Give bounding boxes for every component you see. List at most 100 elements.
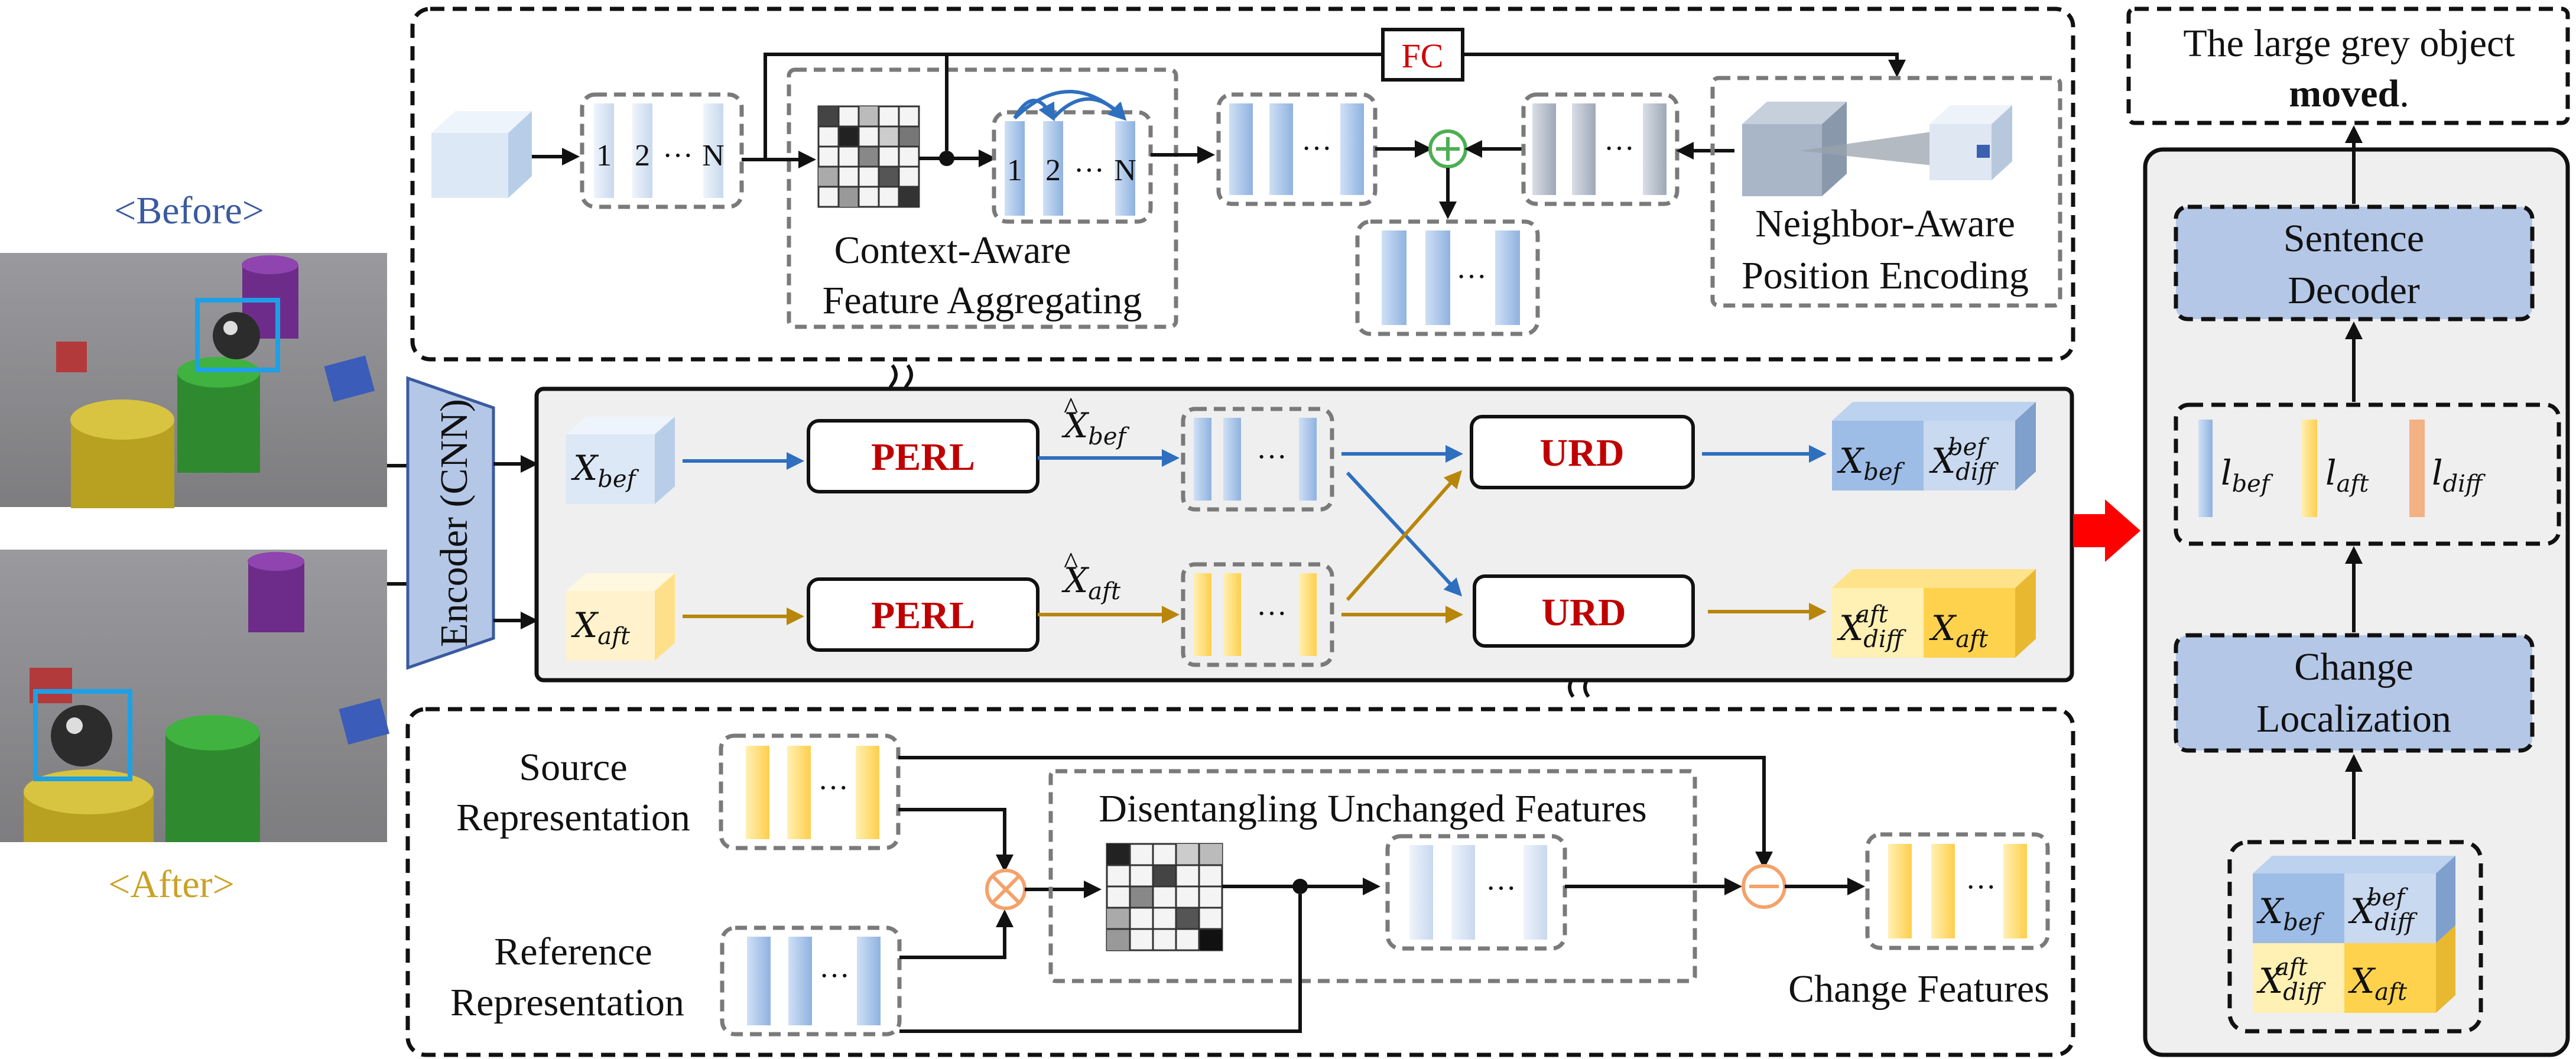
disentangling-box	[1048, 769, 1697, 983]
combined-x-diff-aft: Xdiffaft	[2256, 954, 2327, 1006]
l-aft-bar	[2302, 420, 2317, 517]
token-1: 1	[596, 139, 612, 173]
aggregated-features-bars	[1229, 103, 1364, 195]
out-x-hat-diff-aft: Xdiffaft	[1837, 601, 1907, 653]
source-features-box	[719, 733, 901, 850]
caption-line-1: The large grey object	[2183, 22, 2515, 65]
neighbor-aware-label-2: Position Encoding	[1742, 254, 2029, 297]
top-output-features-bars	[1382, 230, 1520, 325]
red-flow-arrow	[2073, 499, 2140, 562]
change-localization-box	[2174, 633, 2535, 753]
unchanged-attention-matrix	[1106, 843, 1223, 951]
reference-label-1: Reference	[494, 930, 652, 973]
context-aware-label-2: Feature Aggregating	[823, 279, 1142, 322]
token-sequence-box	[580, 92, 744, 209]
token-sequence2-bars	[1005, 121, 1135, 216]
context-aware-box	[787, 67, 1178, 329]
subtract-operator-icon	[1742, 864, 1786, 909]
fc-box	[1381, 28, 1464, 82]
input-feature-cube	[431, 111, 532, 198]
neighbor-aware-label-1: Neighbor-Aware	[1755, 202, 2015, 245]
combined-x-diff-bef: Xdiffbef	[2348, 884, 2418, 936]
sentence-decoder-box	[2174, 204, 2535, 321]
top-output-ellipsis: ···	[1456, 260, 1487, 294]
change-features-box	[1865, 832, 2050, 950]
output-bef-cube	[1832, 402, 2036, 490]
change-features-bars	[1888, 844, 2027, 938]
encoder-label: Encoder (CNN)	[433, 399, 476, 647]
position-ellipsis: ···	[1604, 132, 1635, 165]
reference-ellipsis: ···	[819, 959, 850, 993]
source-to-mult-arrow	[898, 808, 1013, 872]
fc-label: FC	[1402, 37, 1444, 75]
caption-line-2: moved.	[2289, 72, 2409, 115]
x-aft-cube	[566, 573, 675, 661]
aggregated-ellipsis: ···	[1301, 132, 1332, 165]
localized-features-box	[2174, 402, 2561, 546]
top-output-features-box	[1355, 219, 1540, 336]
aft-features-box	[1181, 562, 1334, 667]
change-localization-label-1: Change	[2294, 645, 2413, 688]
reference-label-2: Representation	[450, 981, 684, 1024]
unchanged-features-box	[1385, 834, 1567, 951]
change-features-label: Change Features	[1788, 967, 2049, 1011]
position-features-bars	[1532, 103, 1667, 195]
urd-top-box	[1470, 415, 1695, 489]
source-to-subtract-arrow	[898, 756, 1773, 869]
bef-to-urd2-arrow	[1346, 471, 1463, 597]
perl-bef-label: PERL	[871, 436, 975, 479]
combined-x-bef: Xbef	[2256, 891, 2325, 936]
x-bef-label: Xbef	[571, 448, 639, 493]
top-module-frame	[410, 7, 2075, 362]
change-localization-label-2: Localization	[2256, 697, 2451, 740]
caption-box	[2126, 7, 2570, 125]
bottom-module-frame	[405, 707, 2075, 1057]
reference-features-bars	[747, 937, 881, 1025]
change-features-ellipsis: ···	[1966, 870, 1996, 904]
sentence-decoder-label-1: Sentence	[2283, 217, 2424, 260]
junction-to-reference-line	[899, 894, 1302, 1033]
l-diff-label: ldiff	[2432, 453, 2486, 498]
token-n: N	[702, 139, 725, 173]
token-ellipsis: ···	[662, 139, 693, 173]
l-aft-label: laft	[2325, 453, 2369, 498]
after-image	[0, 550, 390, 842]
perl-aft-label: PERL	[871, 594, 975, 637]
out-x-hat-bef: Xbef	[1837, 441, 1905, 486]
before-label: <Before>	[114, 189, 264, 232]
source-ellipsis: ···	[818, 771, 849, 805]
context-aware-label-1: Context-Aware	[834, 229, 1071, 272]
token2-2: 2	[1045, 154, 1061, 187]
encoder-trapezoid	[406, 376, 495, 670]
token-2: 2	[635, 139, 650, 173]
combined-x-aft: Xaft	[2348, 961, 2408, 1006]
add-operator-icon	[1428, 129, 1467, 168]
x-aft-label: Xaft	[571, 605, 631, 650]
out-x-hat-diff-bef: Xdiffbef	[1929, 434, 1999, 486]
bef-features-ellipsis: ···	[1256, 440, 1287, 474]
x-hat-aft-label: Xaft	[1061, 560, 1121, 605]
attn-arc-3	[1051, 97, 1127, 121]
x-hat-bef-label: Xbef	[1061, 405, 1130, 450]
urd-bottom-box	[1473, 574, 1695, 648]
junction-dot-top	[939, 151, 954, 166]
before-highlight-box	[195, 298, 280, 372]
urd-bottom-label: URD	[1542, 591, 1626, 634]
hat-mark-bef: ^	[1064, 392, 1078, 425]
multiply-operator-icon	[985, 869, 1026, 910]
source-features-bars	[746, 746, 879, 839]
sentence-decoder-label-2: Decoder	[2288, 269, 2420, 312]
before-image	[0, 253, 387, 508]
unchanged-features-bars	[1409, 845, 1547, 940]
fc-to-neighbor-arrow	[1463, 53, 1906, 77]
reference-features-box	[720, 925, 902, 1037]
aft-to-urd1-arrow	[1346, 470, 1462, 601]
token-sequence2-box	[992, 110, 1153, 224]
source-label-1: Source	[519, 746, 627, 789]
disentangling-label: Disentangling Unchanged Features	[1099, 787, 1646, 830]
token-sequence-bars	[594, 103, 723, 198]
l-diff-bar	[2409, 420, 2425, 517]
attn-arc-1	[1013, 99, 1055, 122]
junction-dot-bottom	[1292, 879, 1308, 894]
